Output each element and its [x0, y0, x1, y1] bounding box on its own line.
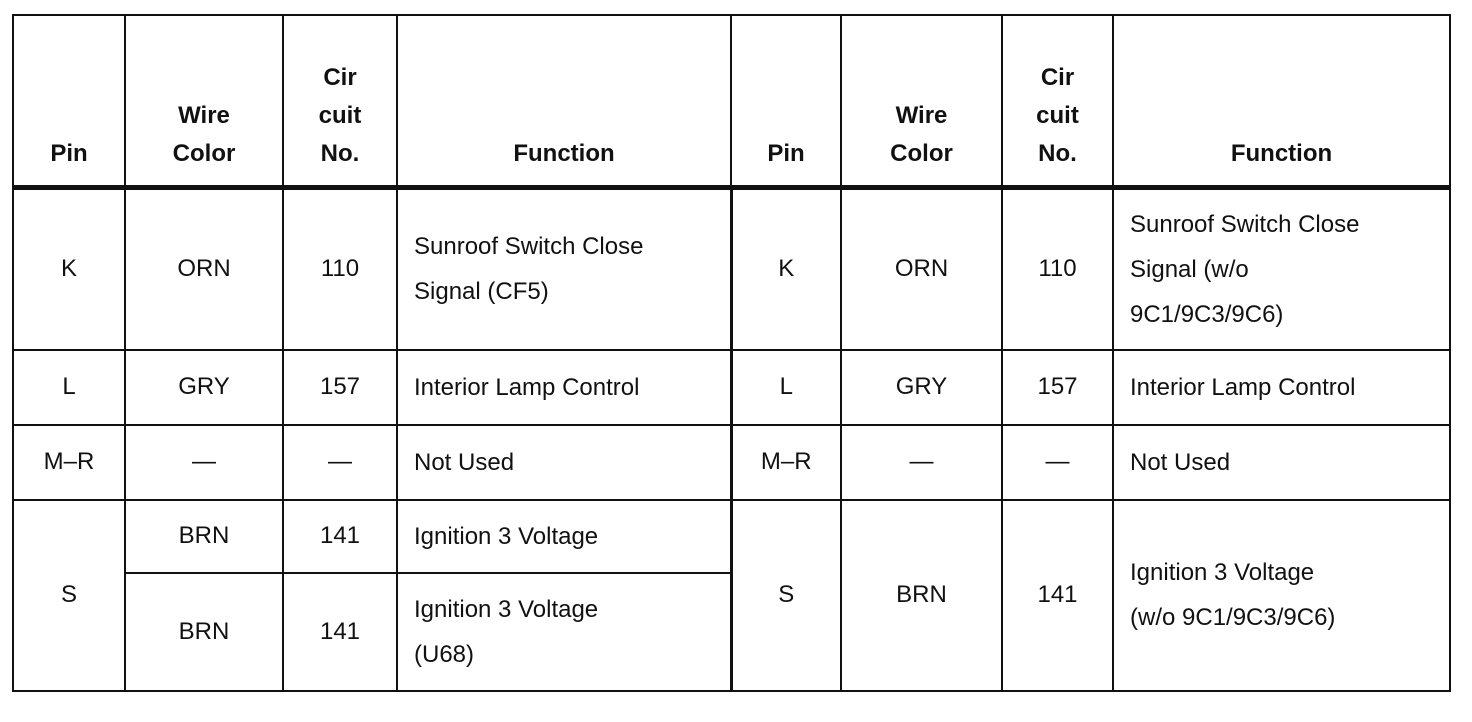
function-cell: Sunroof Switch Close Signal (CF5) — [396, 186, 732, 351]
circuit-cell: — — [282, 423, 398, 501]
header-row: Pin Wire Color Cir cuit No. Function Pin… — [12, 14, 1451, 190]
function-cell: Sunroof Switch Close Signal (w/o 9C1/9C3… — [1112, 186, 1451, 351]
table-row: S BRN 141 Ignition 3 Voltage S BRN 141 I… — [12, 498, 1451, 692]
function-cell: Interior Lamp Control — [1112, 348, 1451, 426]
circuit-cell: 141 — [282, 571, 398, 692]
header-circuit-no-left: Cir cuit No. — [282, 14, 398, 190]
circuit-cell: 141 — [282, 498, 398, 574]
circuit-cell: 110 — [1001, 186, 1114, 351]
pin-cell: K — [729, 186, 842, 351]
function-cell: Not Used — [1112, 423, 1451, 501]
wire-color-cell: — — [840, 423, 1003, 501]
header-circuit-no-right: Cir cuit No. — [1001, 14, 1114, 190]
pin-cell: M–R — [729, 423, 842, 501]
wire-color-cell: ORN — [124, 186, 284, 351]
function-cell: Ignition 3 Voltage (w/o 9C1/9C3/9C6) — [1112, 498, 1451, 692]
pin-cell: M–R — [12, 423, 126, 501]
header-pin-right: Pin — [730, 14, 842, 190]
circuit-cell: 110 — [282, 186, 398, 351]
wire-color-cell: — — [124, 423, 284, 501]
pin-cell: S — [12, 498, 126, 692]
wire-color-cell: ORN — [840, 186, 1003, 351]
table-row: L GRY 157 Interior Lamp Control L GRY 15… — [12, 348, 1451, 426]
table-row: BRN 141 Ignition 3 Voltage (U68) — [13, 571, 1450, 692]
header-wire-color-left: Wire Color — [124, 14, 284, 190]
circuit-cell: 157 — [282, 348, 398, 426]
pin-cell: K — [12, 186, 126, 351]
wire-color-cell: BRN — [124, 498, 284, 574]
function-cell: Interior Lamp Control — [396, 348, 732, 426]
wire-color-cell: BRN — [124, 571, 284, 692]
header-pin-left: Pin — [12, 14, 126, 190]
pin-cell: L — [729, 348, 842, 426]
table-row: M–R — — Not Used M–R — — Not Used — [12, 423, 1451, 501]
function-cell: Ignition 3 Voltage (U68) — [396, 571, 732, 692]
connector-pinout-table: Pin Wire Color Cir cuit No. Function Pin… — [12, 14, 1451, 692]
function-cell: Ignition 3 Voltage — [396, 498, 732, 574]
wire-color-cell: GRY — [840, 348, 1003, 426]
header-function-left: Function — [396, 14, 732, 190]
function-cell: Not Used — [396, 423, 732, 501]
table-row: K ORN 110 Sunroof Switch Close Signal (C… — [12, 186, 1451, 351]
circuit-cell: — — [1001, 423, 1114, 501]
wire-color-cell: GRY — [124, 348, 284, 426]
pin-cell: L — [12, 348, 126, 426]
wire-color-cell: BRN — [840, 498, 1003, 692]
pin-cell: S — [729, 498, 842, 692]
header-wire-color-right: Wire Color — [840, 14, 1003, 190]
circuit-cell: 157 — [1001, 348, 1114, 426]
header-function-right: Function — [1112, 14, 1451, 190]
circuit-cell: 141 — [1001, 498, 1114, 692]
